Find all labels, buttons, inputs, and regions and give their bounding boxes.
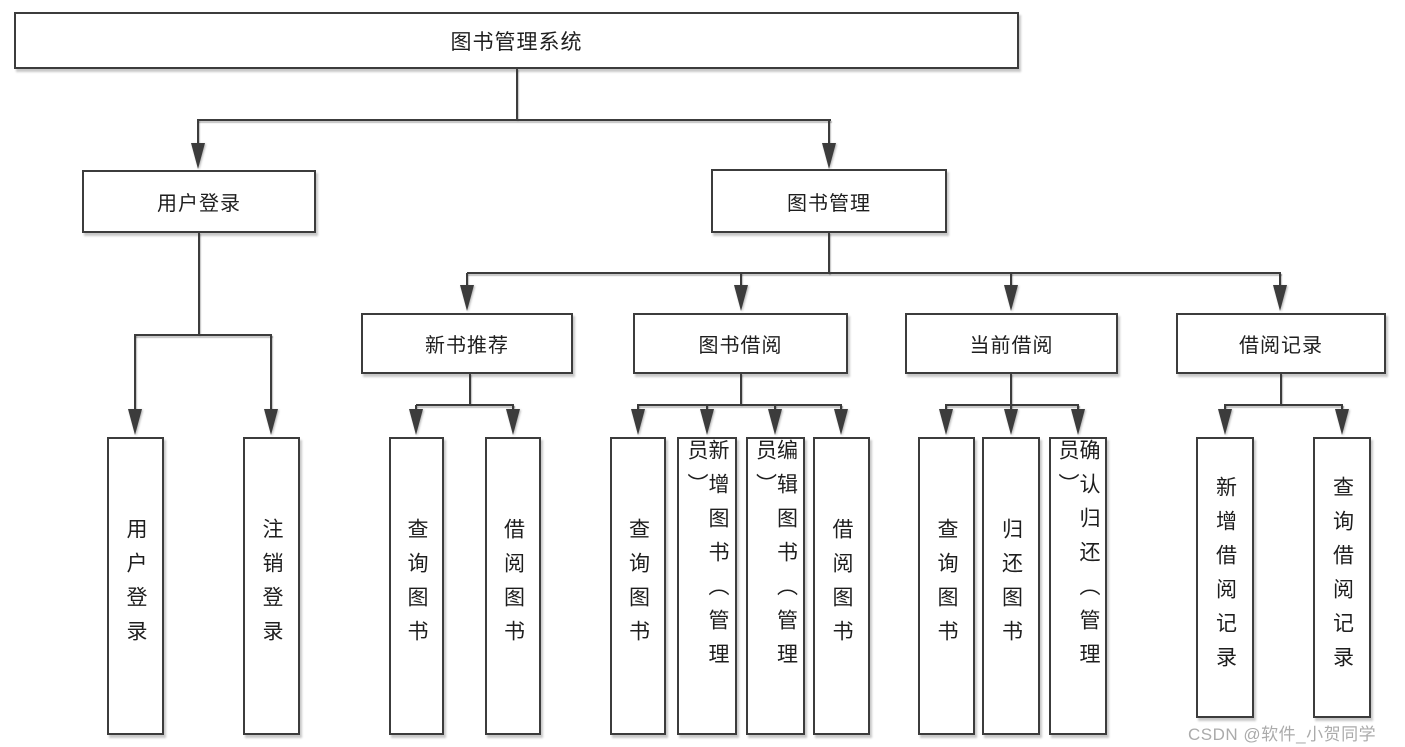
arrow-to-leaf (768, 409, 782, 435)
arrow-to-leaf (1335, 409, 1349, 435)
node-label: 图书管理系统 (450, 30, 583, 54)
node-label: 用户登录 (157, 193, 241, 215)
node-label: 图书借阅 (698, 335, 783, 357)
leaf-logout-login: 注销登录 (243, 437, 300, 735)
leaf-label: 查询图书 (935, 518, 958, 654)
arrow-to-leaf (1071, 409, 1085, 435)
arrow-to-leaf (631, 409, 645, 435)
leaf-borrowing-query-books: 查询图书 (610, 437, 666, 735)
arrow-to-leaf (409, 409, 423, 435)
leaf-label: 借阅图书 (501, 518, 525, 654)
leaf-label: 新增图书（管理员） (685, 439, 729, 677)
leaf-confirm-return-admin: 确认归还（管理员） (1049, 437, 1107, 735)
leaf-query-borrow-record: 查询借阅记录 (1313, 437, 1371, 718)
connector-new-book-drop (466, 273, 468, 287)
leaf-label: 用户登录 (124, 518, 147, 654)
arrow-to-leaf (939, 409, 953, 435)
connector-logout-leaf-drop (270, 335, 272, 413)
leaf-label: 编辑图书（管理员） (753, 439, 798, 677)
leaf-user-login: 用户登录 (107, 437, 164, 735)
arrow-to-login-leaf (128, 409, 142, 435)
leaf-add-borrow-record: 新增借阅记录 (1196, 437, 1254, 718)
leaf-label: 归还图书 (999, 518, 1023, 654)
arrow-to-logout-leaf (264, 409, 278, 435)
node-user-login: 用户登录 (82, 170, 316, 233)
arrow-to-leaf (700, 409, 714, 435)
arrow-to-leaf (1218, 409, 1232, 435)
node-label: 图书管理 (787, 192, 871, 215)
arrow-to-borrowing-records (1273, 285, 1287, 311)
connector-user-login-drop (197, 120, 199, 145)
arrow-to-leaf (834, 409, 848, 435)
connector-level2-branch (467, 272, 1281, 274)
leaf-label: 注销登录 (260, 518, 283, 654)
connector-book-mgmt-drop (828, 120, 830, 145)
node-label: 新书推荐 (425, 335, 509, 357)
leaf-label: 确认归还（管理员） (1056, 439, 1100, 677)
leaf-label: 查询图书 (405, 518, 428, 654)
connector-new-book-stem (469, 374, 471, 405)
arrow-to-new-book-recommend (460, 285, 474, 311)
connector-level1-branch (197, 119, 831, 121)
leaf-label: 新增借阅记录 (1213, 475, 1237, 680)
arrow-to-leaf (506, 409, 520, 435)
node-current-borrowing: 当前借阅 (905, 313, 1118, 374)
leaf-edit-books-admin: 编辑图书（管理员） (746, 437, 805, 735)
connector-current-borrow-stem (1010, 374, 1012, 405)
connector-user-login-branch (134, 334, 272, 336)
leaf-add-books-admin: 新增图书（管理员） (677, 437, 737, 735)
node-book-management: 图书管理 (711, 169, 947, 233)
connector-borrow-records-branch (1224, 404, 1343, 406)
arrow-to-current-borrowing (1004, 285, 1018, 311)
connector-borrow-records-stem (1280, 374, 1282, 405)
connector-current-borrow-branch (945, 404, 1079, 406)
connector-book-borrow-branch (637, 404, 842, 406)
connector-book-borrow-drop (740, 273, 742, 287)
node-label: 借阅记录 (1239, 335, 1323, 357)
arrow-to-leaf (1004, 409, 1018, 435)
connector-book-borrow-stem (740, 374, 742, 405)
arrow-to-user-login (191, 143, 205, 169)
leaf-label: 查询借阅记录 (1330, 475, 1354, 680)
leaf-borrow-books: 借阅图书 (813, 437, 870, 735)
leaf-recommend-query-books: 查询图书 (389, 437, 444, 735)
csdn-watermark: CSDN @软件_小贺同学 (1188, 725, 1377, 744)
leaf-current-query-books: 查询图书 (918, 437, 975, 735)
connector-login-leaf-drop (134, 335, 136, 413)
connector-root-stem (516, 69, 518, 120)
connector-borrow-records-drop (1279, 273, 1281, 287)
arrow-to-book-borrowing (734, 285, 748, 311)
connector-book-mgmt-stem (828, 233, 830, 274)
leaf-return-books: 归还图书 (982, 437, 1040, 735)
leaf-recommend-borrow-books: 借阅图书 (485, 437, 541, 735)
node-label: 当前借阅 (969, 335, 1054, 357)
arrow-to-book-management (822, 143, 836, 169)
leaf-label: 查询图书 (626, 518, 650, 654)
connector-new-book-branch (416, 404, 514, 406)
node-library-management-system: 图书管理系统 (14, 12, 1019, 69)
node-book-borrowing: 图书借阅 (633, 313, 848, 374)
node-borrowing-records: 借阅记录 (1176, 313, 1386, 374)
connector-current-borrow-drop (1010, 273, 1012, 287)
connector-user-login-stem (198, 233, 200, 335)
node-new-book-recommend: 新书推荐 (361, 313, 573, 374)
leaf-label: 借阅图书 (830, 518, 853, 654)
